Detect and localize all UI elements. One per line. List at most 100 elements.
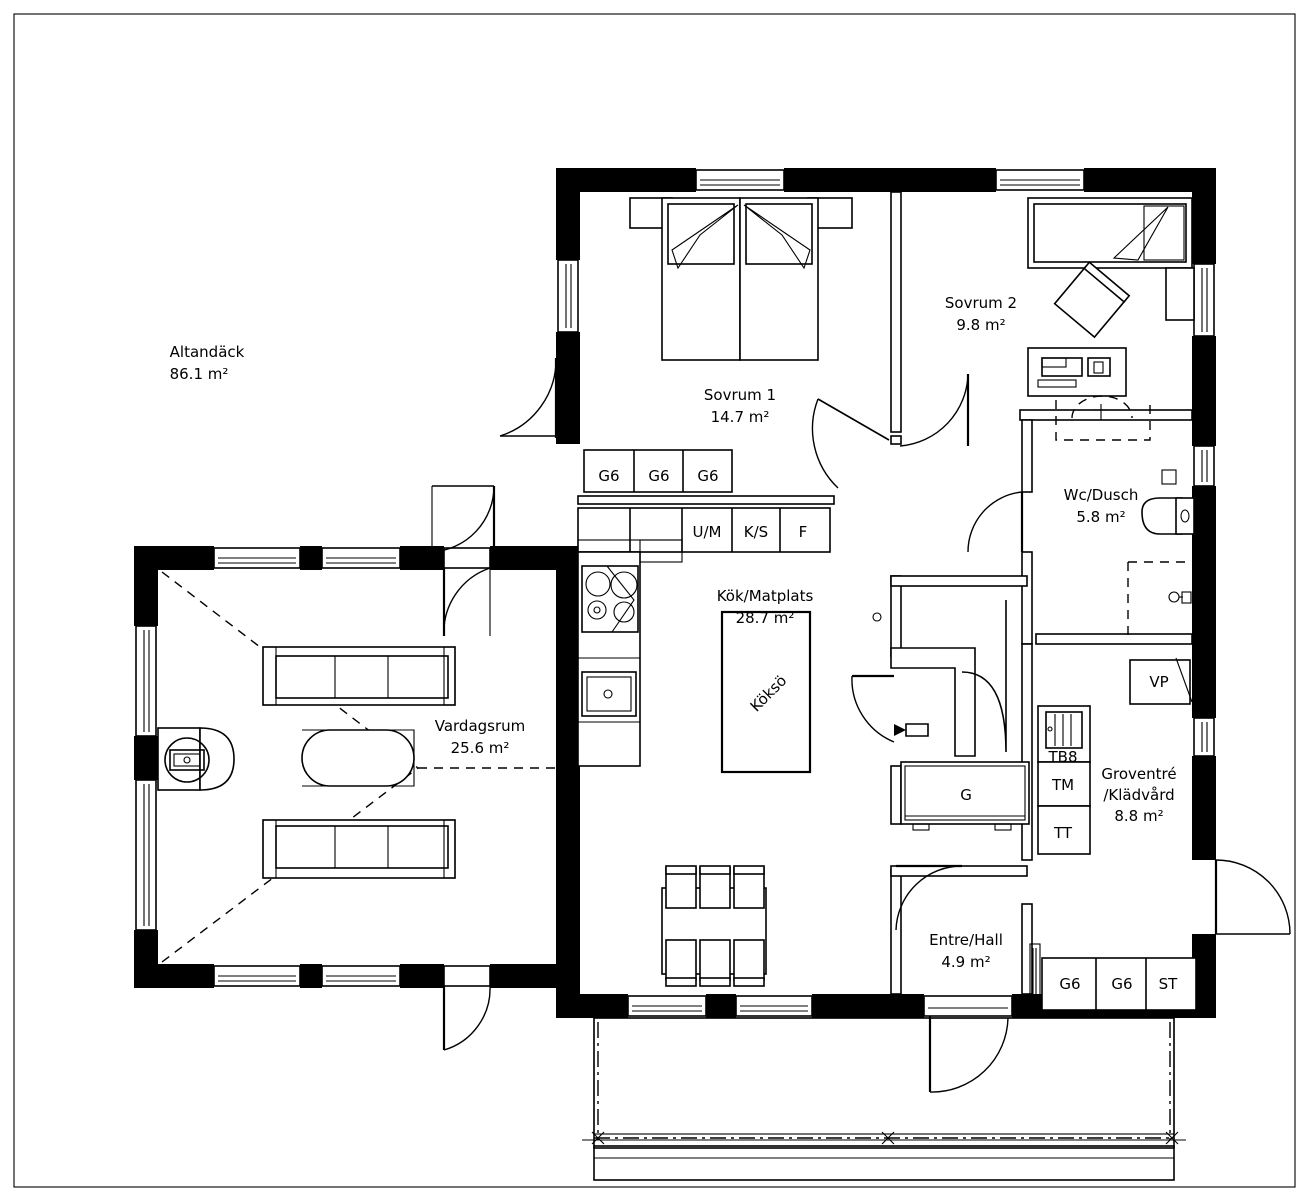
door-wing-top-swing [442, 567, 491, 637]
vardagsrum-furniture [157, 571, 556, 963]
label-entrehall-name: Entre/Hall [929, 931, 1003, 949]
kitchen-sink [581, 671, 637, 717]
dining-chair [733, 865, 765, 909]
cabinet-label-g6-3: G6 [697, 467, 718, 485]
sofa-upper [262, 646, 456, 706]
window-right-sovrum2 [1193, 263, 1215, 337]
window-sovrum1-left [557, 259, 579, 333]
wc-sink [1161, 469, 1177, 485]
label-altandack-name: Altandäck [170, 343, 245, 361]
window-wing-top-1 [213, 547, 301, 569]
label-altandack-area: 86.1 m² [170, 365, 229, 383]
door-swings [431, 357, 1291, 1093]
door-hall-entry [928, 1016, 1009, 1093]
cabinet-label-g6-2: G6 [648, 467, 669, 485]
pantry-and-hall-storage [872, 600, 1030, 831]
label-entrehall-area: 4.9 m² [941, 953, 990, 971]
chair-sovrum2 [1053, 261, 1131, 339]
label-vardagsrum-area: 25.6 m² [451, 739, 510, 757]
utility-label-tt: TT [1053, 824, 1073, 842]
window-top-sovrum2 [995, 169, 1085, 191]
desk-sovrum2 [1027, 347, 1127, 397]
ceiling-fixture-dashed [1055, 395, 1151, 441]
dining-chair [699, 865, 731, 909]
entry-door-bottom [923, 995, 1013, 1017]
utility-label-tb8: TB8 [1048, 748, 1078, 766]
counter-band [577, 495, 835, 505]
cooktop [581, 565, 639, 633]
label-wcdusch-name: Wc/Dusch [1064, 486, 1139, 504]
door-hall-north [895, 864, 963, 931]
wc-fixtures [1127, 469, 1195, 636]
door-wing-bottom [443, 965, 491, 987]
dryer-TT [1037, 805, 1091, 855]
window-bottom-1 [627, 995, 707, 1017]
label-sovrum1-name: Sovrum 1 [704, 386, 776, 404]
pantry-G [900, 761, 1030, 825]
kitchen-island [720, 610, 812, 774]
cabinet-label-g6-1: G6 [598, 467, 619, 485]
window-wing-left-1 [135, 625, 157, 737]
closet-sovrum2 [1165, 267, 1195, 321]
hall-label-st: ST [1159, 975, 1179, 993]
label-kok-name: Kök/Matplats [717, 587, 814, 605]
interior-walls [890, 191, 1193, 995]
kitchen-left-run [577, 551, 641, 767]
dining-chair [665, 939, 697, 987]
sofa-lower [262, 819, 456, 879]
dining-chair [699, 939, 731, 987]
sovrum2-furniture [1027, 197, 1195, 441]
label-groventre-area: 8.8 m² [1114, 807, 1163, 825]
upper-cabinets [583, 449, 733, 493]
lower-counter [577, 507, 831, 563]
window-right-groventre [1193, 717, 1215, 757]
dining-chair [733, 939, 765, 987]
fireplace-unit [157, 727, 235, 791]
appliance-label-um: U/M [693, 523, 722, 541]
door-pantry [851, 674, 895, 743]
label-kok-area: 28.7 m² [736, 609, 795, 627]
coffee-table [301, 729, 415, 787]
window-right-wc [1193, 445, 1215, 487]
shower-area [1127, 561, 1192, 636]
pantry-counter [872, 600, 1007, 757]
door-kitchen-west [431, 485, 496, 553]
room-labels: Altandäck 86.1 m² Sovrum 1 14.7 m² Sovru… [170, 294, 1177, 971]
dining-chair [665, 865, 697, 909]
hall-label-g6-2: G6 [1111, 975, 1132, 993]
door-sovrum2 [899, 373, 970, 447]
label-groventre-name2: /Klädvård [1103, 786, 1174, 804]
hall-label-g6-1: G6 [1059, 975, 1080, 993]
door-wing-top [443, 547, 491, 569]
windows [135, 169, 1215, 1017]
bottom-terrace [582, 1017, 1186, 1181]
pantry-label-g: G [960, 786, 972, 804]
window-wing-bottom-2 [321, 965, 401, 987]
label-groventre-name: Groventré [1101, 765, 1176, 783]
window-wing-top-2 [321, 547, 401, 569]
heatpump-VP [1129, 659, 1191, 705]
label-sovrum2-area: 9.8 m² [956, 316, 1005, 334]
page-border [13, 13, 1296, 1188]
label-wcdusch-area: 5.8 m² [1076, 508, 1125, 526]
window-wing-bottom-1 [213, 965, 301, 987]
toilet [1141, 497, 1195, 535]
door-sovrum1-west [499, 357, 558, 438]
bed-right [739, 197, 819, 361]
cabinet-labels: G6 G6 G6 U/M K/S F VP TB8 TM TT G G6 G6 … [598, 467, 1178, 993]
kitchen [577, 449, 835, 774]
appliance-label-ks: K/S [744, 523, 768, 541]
window-top-sovrum1 [695, 169, 785, 191]
hall-cabinets [1029, 943, 1197, 1011]
bed-sovrum2 [1027, 197, 1193, 269]
hall-wall-detail [1029, 943, 1041, 1001]
utility-label-tm: TM [1051, 776, 1074, 794]
sovrum1-furniture [629, 197, 853, 361]
window-wing-left-2 [135, 779, 157, 931]
bed-left [661, 197, 741, 361]
label-sovrum1-area: 14.7 m² [711, 408, 770, 426]
utility-label-vp: VP [1149, 673, 1168, 691]
groventre-appliances [1037, 657, 1193, 855]
door-sovrum1-south [811, 398, 890, 489]
